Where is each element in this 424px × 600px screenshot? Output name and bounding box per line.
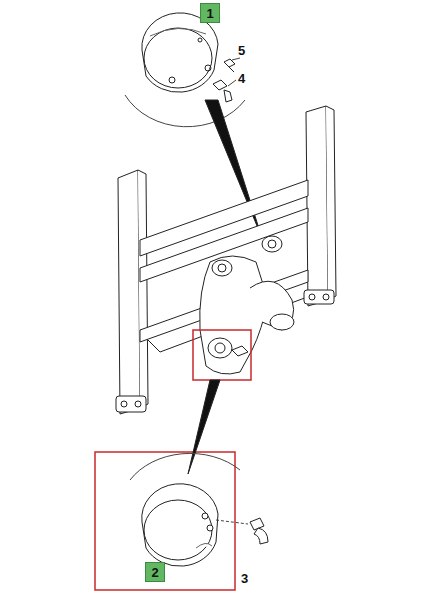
callout-number: 3 [240, 572, 249, 585]
sensor-top [142, 13, 218, 92]
callout-number: 5 [237, 44, 246, 57]
highlight-box [95, 452, 235, 590]
elbow-fitting-3 [216, 518, 268, 544]
sensor-bottom [142, 484, 218, 566]
fittings-4-5 [213, 58, 240, 102]
callout-number: 2 [151, 566, 158, 579]
callout-number: 4 [237, 72, 246, 85]
axle-frame [116, 106, 336, 414]
callout-box: 1 [200, 3, 220, 23]
callout-box: 2 [145, 562, 165, 582]
callout-number: 1 [206, 7, 213, 20]
highlight-box [193, 330, 251, 380]
